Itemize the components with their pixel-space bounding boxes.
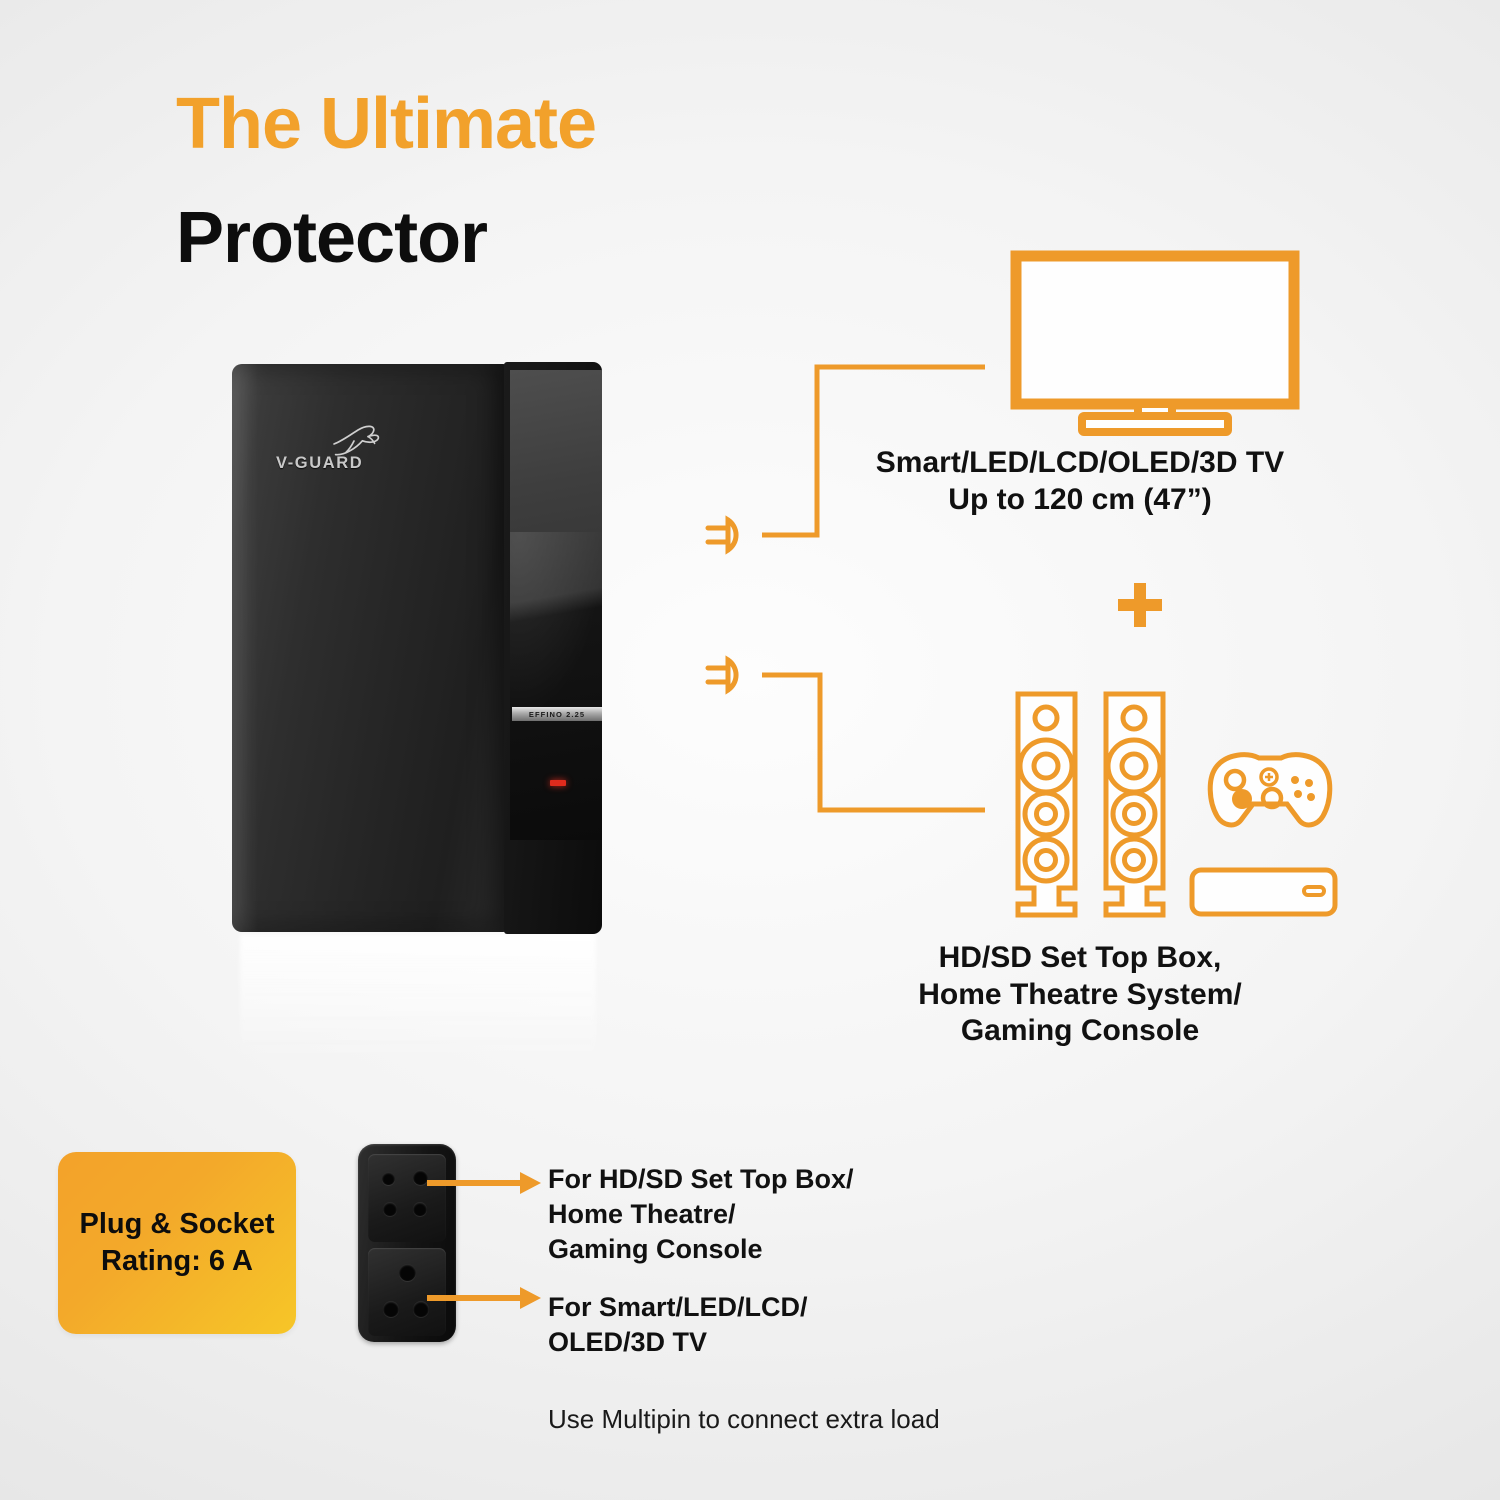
plus-icon: [1115, 580, 1165, 630]
socket-hole: [383, 1202, 397, 1216]
rating-badge: Plug & Socket Rating: 6 A: [58, 1152, 296, 1334]
callout-bottom-label: For Smart/LED/LCD/ OLED/3D TV: [548, 1290, 808, 1360]
page-title: The Ultimate Protector: [176, 84, 597, 278]
plug-icon: [705, 655, 739, 695]
product-side-panel: EFFINO 2.25: [504, 362, 602, 934]
tv-caption-line2: Up to 120 cm (47”): [948, 482, 1212, 516]
speaker-tower-icon: [1103, 691, 1166, 918]
tv-caption-line1: Smart/LED/LCD/OLED/3D TV: [875, 446, 1285, 479]
model-label: EFFINO 2.25: [528, 709, 586, 719]
callout-arrows: [427, 1172, 541, 1309]
dual-socket-panel-icon: [358, 1144, 456, 1342]
devices-caption-line1: HD/SD Set Top Box,: [938, 941, 1222, 974]
socket-hole: [382, 1172, 395, 1185]
power-led-icon: [550, 780, 566, 786]
rating-badge-line2: Rating: 6 A: [101, 1245, 253, 1277]
brand-logo: V-GUARD: [276, 424, 416, 478]
devices-caption: HD/SD Set Top Box, Home Theatre System/ …: [700, 940, 1460, 1050]
socket-hole: [383, 1301, 399, 1317]
rating-badge-text: Plug & Socket Rating: 6 A: [80, 1206, 275, 1279]
brand-name: V-GUARD: [276, 454, 364, 472]
speaker-tower-icon: [1015, 691, 1078, 918]
socket-hole: [399, 1264, 416, 1281]
product-body: V-GUARD: [232, 364, 507, 932]
headline-accent-line: The Ultimate: [176, 84, 597, 164]
rating-badge-line1: Plug & Socket: [79, 1208, 275, 1241]
connector-line-devices: [762, 672, 985, 813]
game-controller-icon: [1207, 752, 1333, 828]
set-top-box-icon: [1189, 867, 1338, 917]
tv-caption: Smart/LED/LCD/OLED/3D TV Up to 120 cm (4…: [700, 445, 1460, 518]
socket-hole: [413, 1202, 427, 1216]
callout-top-line3: Gaming Console: [548, 1234, 763, 1265]
socket-bottom: [368, 1248, 446, 1336]
gloss-sheen: [510, 532, 602, 862]
product-image: V-GUARD EFFINO 2.25: [232, 362, 602, 1064]
plug-icon: [705, 515, 739, 555]
devices-caption-line2: Home Theatre System/: [918, 977, 1242, 1011]
callout-bottom-line2: OLED/3D TV: [548, 1327, 708, 1358]
connection-diagram: Smart/LED/LCD/OLED/3D TV Up to 120 cm (4…: [700, 250, 1460, 1080]
device-icons-group: [1015, 691, 1338, 918]
callout-top-line2: Home Theatre/: [548, 1199, 736, 1230]
model-badge: EFFINO 2.25: [512, 707, 602, 721]
socket-hole: [413, 1301, 429, 1317]
connector-line-tv: [762, 364, 985, 538]
socket-top: [368, 1154, 446, 1242]
headline-main-line: Protector: [176, 198, 488, 278]
product-reflection: [240, 934, 596, 1064]
devices-caption-line3: Gaming Console: [960, 1014, 1200, 1048]
television-icon: [1010, 250, 1300, 436]
callout-top-label: For HD/SD Set Top Box/ Home Theatre/ Gam…: [548, 1162, 854, 1267]
gloss-panel: [510, 370, 602, 840]
footnote-text: Use Multipin to connect extra load: [548, 1404, 940, 1434]
kangaroo-logo-icon: [333, 425, 380, 456]
connector-lines: [705, 364, 985, 813]
socket-hole: [413, 1170, 428, 1185]
callout-top-line1: For HD/SD Set Top Box/: [548, 1164, 854, 1194]
callout-bottom-line1: For Smart/LED/LCD/: [548, 1292, 808, 1322]
